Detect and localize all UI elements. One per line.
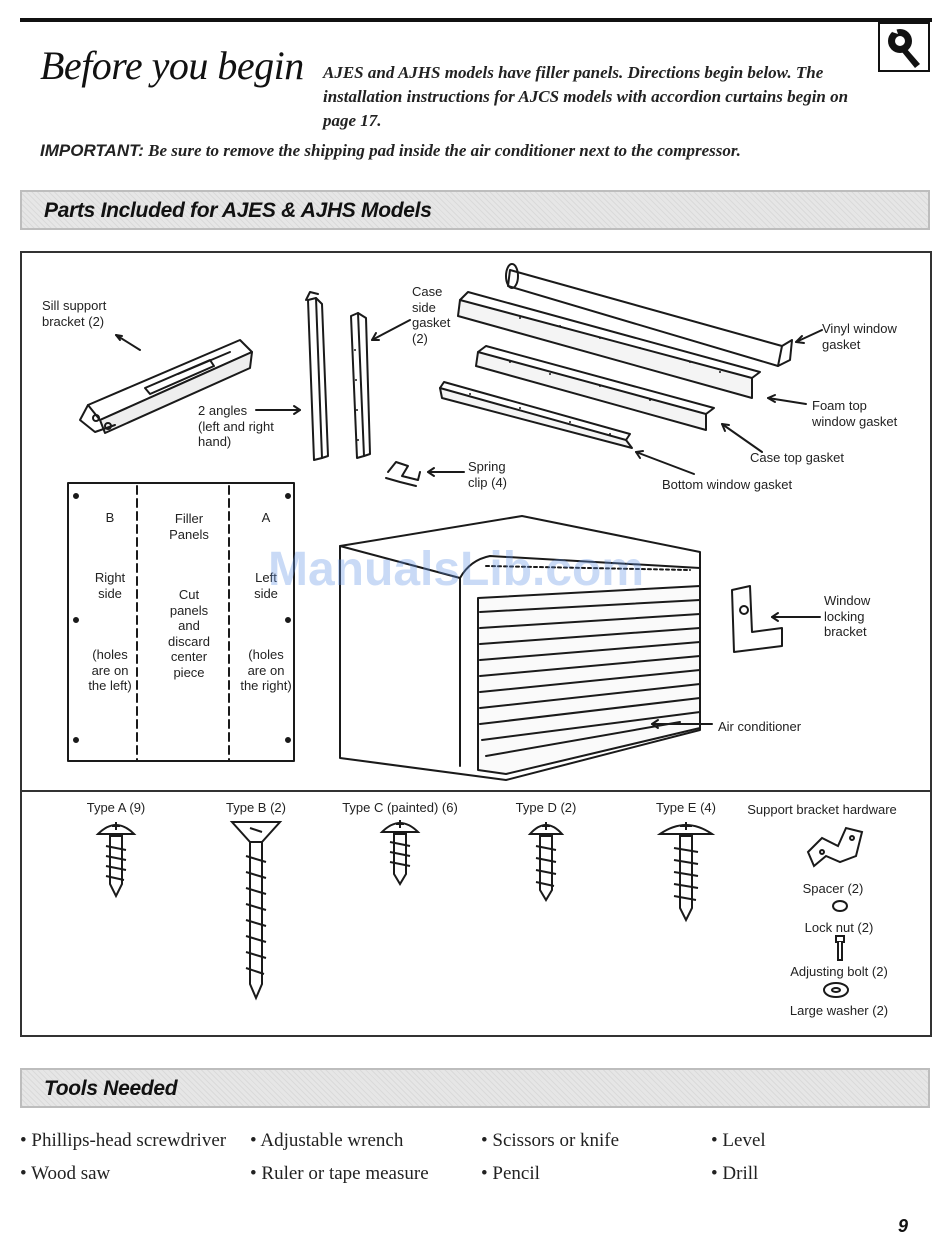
tool-item: • Drill [711,1163,759,1184]
tool-drill: Drill [722,1163,759,1184]
tool-scissors-knife: Scissors or knife [492,1130,620,1151]
screw-type-c-illustration [379,820,421,886]
screw-illustrations [95,820,864,1001]
air-conditioner-illustration [339,515,701,781]
leader-lines [255,319,823,729]
tool-item: • Adjustable wrench [250,1130,404,1151]
tool-item: • Level [711,1130,766,1151]
foam-gasket-illustration [457,291,761,399]
tool-item: • Pencil [481,1163,540,1184]
gasket-texture [354,307,721,441]
lock-nut-label: Lock nut (2) [804,920,874,935]
vinyl-gasket-illustration [505,263,793,367]
parts-diagram-frame [20,251,932,1037]
tool-item: • Wood saw [20,1163,111,1184]
case-top-gasket-illustration [475,345,715,431]
tool-ruler-tape: Ruler or tape measure [261,1163,429,1184]
tools-column-2: • Adjustable wrench • Ruler or tape meas… [250,1127,470,1193]
page-number: 9 [897,1216,908,1236]
filler-panels-cut: Cut panels and discard center piece [168,587,210,680]
filler-panel-illustration [67,482,295,762]
screw-type-d-label: Type D (2) [515,800,577,815]
important-text: Be sure to remove the shipping pad insid… [143,141,741,160]
spring-clip-label: Spring clip (4) [468,459,508,490]
panel-a-side: Left side [254,570,278,601]
case-top-gasket-label: Case top gasket [750,450,844,465]
screw-type-a-label: Type A (9) [86,800,146,815]
panel-b-side: Right side [94,570,126,601]
tool-item: • Scissors or knife [481,1130,620,1151]
window-bracket-illustration [731,585,783,653]
spacer-label: Spacer (2) [802,881,864,896]
large-washer-illustration [823,982,849,998]
important-note: IMPORTANT: Be sure to remove the shippin… [40,140,920,162]
tool-phillips-screwdriver: Phillips-head screwdriver [31,1130,227,1151]
panel-a-holes: (holes are on the right) [240,647,292,693]
tools-column-1: • Phillips-head screwdriver • Wood saw [20,1127,230,1193]
screw-type-c-label: Type C (painted) (6) [342,800,458,815]
parts-section-title: Parts Included for AJES & AJHS Models [44,199,432,222]
tools-section-header: Tools Needed [20,1068,930,1108]
filler-panels-title: Filler Panels [169,511,209,542]
adjusting-bolt-label: Adjusting bolt (2) [790,964,888,979]
foam-gasket-label: Foam top window gasket [812,398,898,429]
tool-adjustable-wrench: Adjustable wrench [260,1130,404,1151]
case-side-gasket-label: Case side gasket (2) [412,284,451,346]
spring-clip-illustration [385,461,421,487]
page-title: Before you begin [40,43,304,88]
vinyl-gasket-label: Vinyl window gasket [822,321,897,352]
screw-type-e-illustration [656,822,716,923]
sill-bracket-label: Sill support bracket (2) [42,298,107,329]
screw-type-e-label: Type E (4) [656,800,716,815]
bottom-gasket-label: Bottom window gasket [662,477,793,492]
angles-illustration [305,291,371,461]
parts-section-header: Parts Included for AJES & AJHS Models [20,190,930,230]
tools-column-4: • Level • Drill [711,1127,891,1193]
tools-section-title: Tools Needed [44,1077,178,1100]
tool-pencil: Pencil [492,1163,540,1184]
wrench-icon [878,22,930,72]
screw-type-b-label: Type B (2) [226,800,286,815]
window-bracket-label: Window locking bracket [824,593,871,639]
adjusting-bolt-illustration [835,935,845,961]
panel-b-holes: (holes are on the left) [88,647,132,693]
tool-item: • Ruler or tape measure [250,1163,429,1184]
diagram-divider [20,790,932,792]
tool-level: Level [722,1130,766,1151]
tool-wood-saw: Wood saw [31,1163,111,1184]
air-conditioner-label: Air conditioner [718,719,802,734]
large-washer-label: Large washer (2) [789,1003,889,1018]
important-lead: IMPORTANT: [40,141,144,160]
intro-text: AJES and AJHS models have filler panels.… [323,63,849,130]
hardware-title: Support bracket hardware [747,802,897,817]
angles-label: 2 angles (left and right hand) [198,403,274,449]
tools-column-3: • Scissors or knife • Pencil [481,1127,701,1193]
lock-nut-illustration [832,900,848,912]
panel-b-letter: B [105,510,115,525]
top-rule [20,18,932,22]
screw-type-b-illustration [229,821,283,1001]
screw-type-a-illustration [95,822,137,899]
support-bracket-illustration [806,826,864,868]
watermark: ManualsLib.com [268,543,645,596]
tool-item: • Phillips-head screwdriver [20,1130,227,1151]
sill-bracket-illustration [79,334,253,434]
panel-a-letter: A [261,510,271,525]
bottom-gasket-illustration [439,381,633,449]
screw-type-d-illustration [527,822,565,902]
